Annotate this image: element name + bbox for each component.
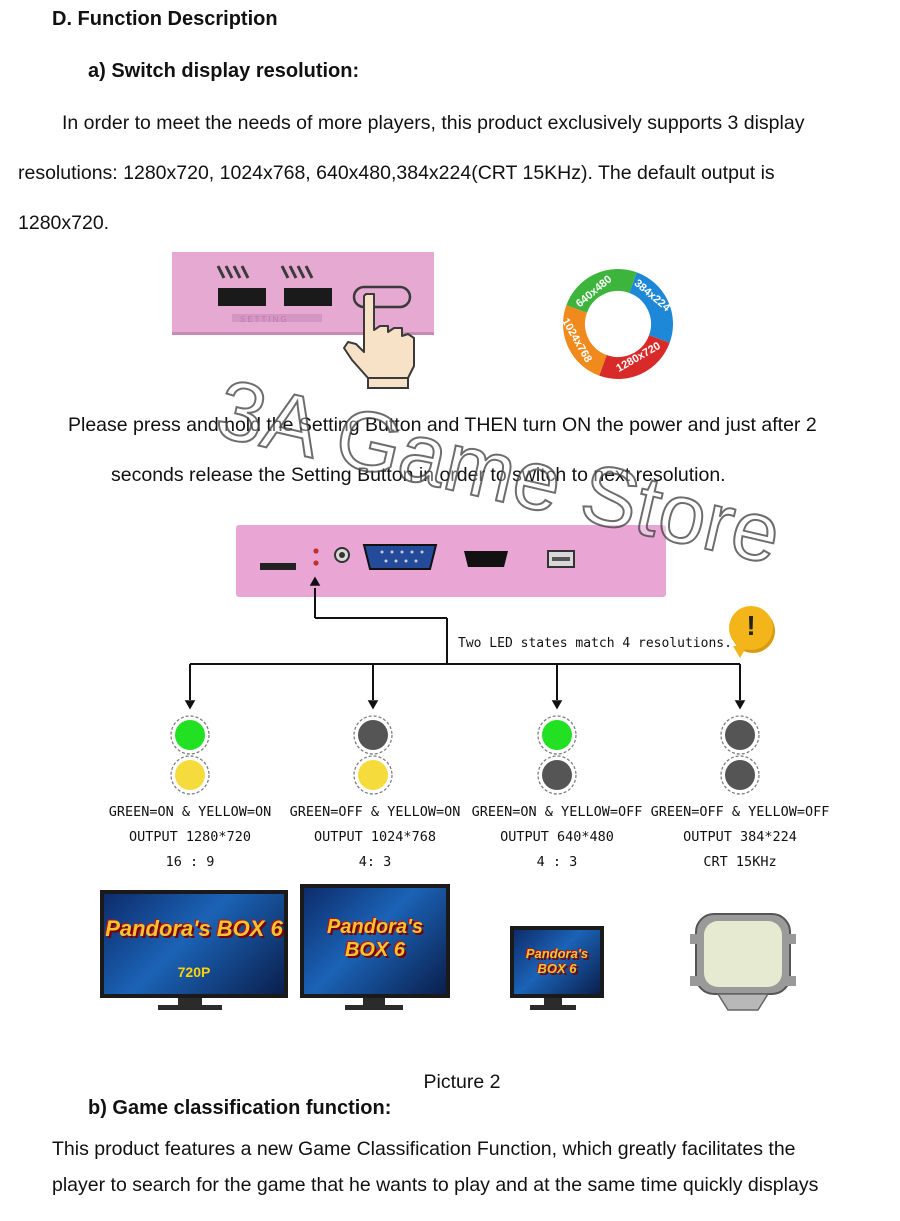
mode-state: GREEN=ON & YELLOW=ON — [108, 804, 272, 820]
pointing-hand-icon — [343, 293, 415, 389]
device-ports-icon — [260, 544, 575, 570]
cycle-arc — [599, 334, 670, 379]
mode-ratio: CRT 15KHz — [703, 854, 777, 870]
yellow-led — [358, 760, 388, 790]
yellow-led — [175, 760, 205, 790]
screen-title: Pandora's BOX 6 — [525, 946, 589, 976]
monitor-stand — [544, 998, 562, 1005]
monitor-stand — [178, 998, 202, 1005]
mode-ratio: 4 : 3 — [536, 854, 578, 870]
mode-ratio: 4: 3 — [358, 854, 392, 870]
subsection-heading-a: a) Switch display resolution: — [88, 60, 360, 82]
connector-lines — [184, 576, 746, 710]
mode-state: GREEN=OFF & YELLOW=ON — [289, 804, 461, 820]
device-top-label: SETTING — [240, 315, 289, 324]
cycle-arc — [566, 269, 637, 314]
mode-state: GREEN=OFF & YELLOW=OFF — [650, 804, 830, 820]
monitor-base — [345, 1005, 403, 1010]
cycle-arc — [628, 272, 673, 343]
screen-badge: 720P — [177, 964, 211, 980]
instruction-line-2: seconds release the Setting Button in or… — [111, 464, 726, 486]
monitor-base — [158, 1005, 222, 1010]
mode-output: OUTPUT 640*480 — [500, 829, 614, 845]
device-back-panel — [236, 525, 666, 597]
green-led — [175, 720, 205, 750]
paragraph-b-line-1: This product features a new Game Classif… — [52, 1138, 796, 1160]
mode-output: OUTPUT 1024*768 — [314, 829, 436, 845]
led-indicators — [170, 715, 760, 795]
mode-ratio: 16 : 9 — [165, 854, 215, 870]
paragraph-a-line-3: 1280x720. — [18, 212, 110, 234]
section-heading: D. Function Description — [52, 8, 278, 30]
instruction-line-1: Please press and hold the Setting Button… — [68, 414, 817, 436]
green-led — [542, 720, 572, 750]
mode-output: OUTPUT 1280*720 — [129, 829, 251, 845]
monitor-1280x720: Pandora's BOX 6 720P — [100, 890, 288, 998]
screen-title: Pandora's BOX 6 — [105, 916, 283, 941]
mode-label-1: GREEN=ON & YELLOW=ON OUTPUT 1280*720 16 … — [100, 800, 280, 875]
alert-icon: ! — [729, 606, 773, 658]
cycle-arc — [563, 305, 608, 376]
yellow-led — [542, 760, 572, 790]
green-led — [725, 720, 755, 750]
mode-state: GREEN=ON & YELLOW=OFF — [471, 804, 643, 820]
usb-ports-icon — [216, 265, 412, 322]
monitor-640x480: Pandora's BOX 6 — [510, 926, 604, 998]
monitor-1024x768: Pandora's BOX 6 — [300, 884, 450, 998]
paragraph-a-line-1: In order to meet the needs of more playe… — [62, 112, 805, 134]
mode-label-3: GREEN=ON & YELLOW=OFF OUTPUT 640*480 4 :… — [467, 800, 647, 875]
paragraph-a-line-2: resolutions: 1280x720, 1024x768, 640x480… — [18, 162, 775, 184]
picture-caption: Picture 2 — [423, 1071, 501, 1093]
green-led — [358, 720, 388, 750]
yellow-led — [725, 760, 755, 790]
crt-tube-icon — [690, 913, 796, 1011]
screen-title: Pandora's BOX 6 — [327, 916, 423, 961]
paragraph-b-line-2: player to search for the game that he wa… — [52, 1174, 819, 1196]
alert-glyph: ! — [746, 610, 756, 641]
callout-text: Two LED states match 4 resolutions. — [458, 636, 732, 651]
subsection-heading-b: b) Game classification function: — [88, 1097, 392, 1119]
monitor-base — [530, 1005, 576, 1010]
mode-label-2: GREEN=OFF & YELLOW=ON OUTPUT 1024*768 4:… — [285, 800, 465, 875]
mode-label-4: GREEN=OFF & YELLOW=OFF OUTPUT 384*224 CR… — [650, 800, 830, 875]
mode-output: OUTPUT 384*224 — [683, 829, 797, 845]
monitor-stand — [363, 998, 385, 1005]
device-front-panel — [172, 252, 434, 335]
